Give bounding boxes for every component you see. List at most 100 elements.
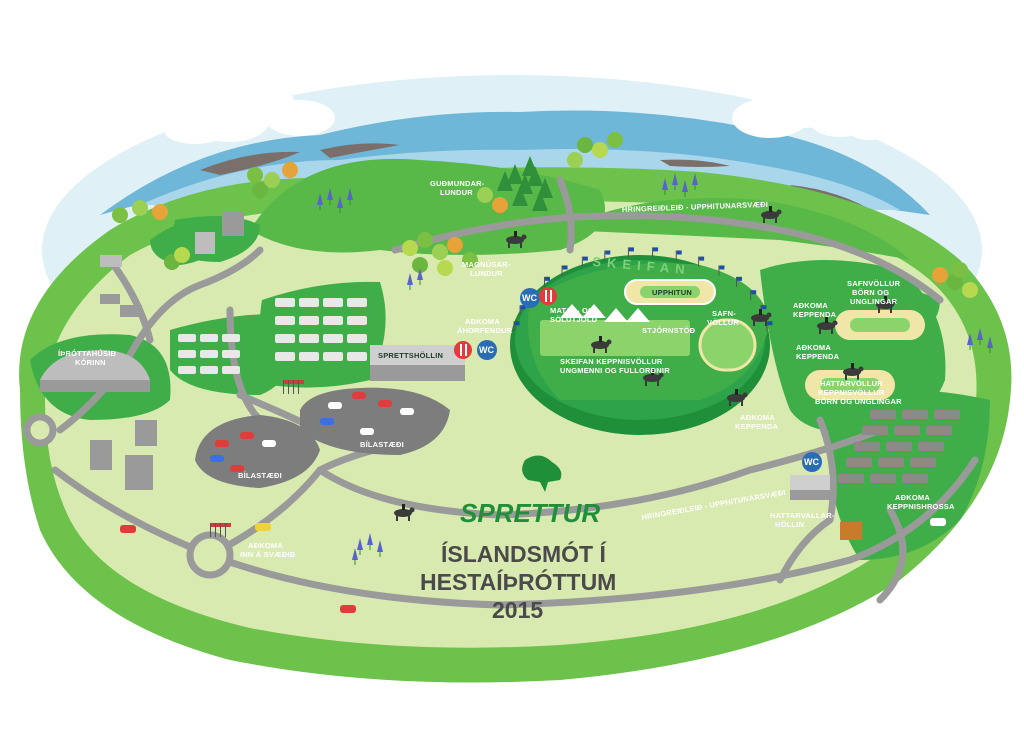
tree-icon bbox=[492, 197, 508, 213]
stable-building bbox=[275, 298, 295, 307]
stable-building bbox=[323, 298, 343, 307]
horse-rider-icon bbox=[876, 296, 897, 313]
label-adkoma-keppenda-2a: AÐKOMA bbox=[796, 343, 831, 352]
stable-building bbox=[347, 352, 367, 361]
stable-building bbox=[299, 352, 319, 361]
stable-building bbox=[299, 334, 319, 343]
flag-icon bbox=[652, 247, 659, 258]
tree-icon bbox=[112, 132, 978, 298]
label-hattarvollur-3: BÖRN OG UNGLINGAR bbox=[815, 397, 902, 406]
stable-building bbox=[178, 334, 196, 342]
map-labels: GUÐMUNDAR-LUNDUR HRINGREIÐLEIÐ - UPPHITU… bbox=[58, 179, 955, 559]
flag-icon bbox=[736, 276, 743, 287]
wc-label-2: WC bbox=[479, 345, 494, 355]
conifer-tree-icon bbox=[497, 171, 513, 191]
cloud-icon bbox=[165, 83, 335, 144]
stable-building bbox=[222, 334, 240, 342]
flag-icon bbox=[210, 523, 216, 537]
flag-icon bbox=[581, 256, 588, 267]
svg-text:MAGNÚSAR-LUNDUR: MAGNÚSAR-LUNDUR bbox=[462, 260, 511, 278]
flag-icon bbox=[283, 380, 289, 394]
conifer-tree-icon bbox=[507, 164, 523, 184]
lupine-flower-icon bbox=[367, 533, 373, 550]
label-safnvollur-2: VÖLLUR bbox=[707, 318, 739, 327]
stable-building bbox=[854, 442, 880, 451]
label-bilastaedi-2: BÍLASTÆÐI bbox=[360, 440, 404, 449]
stable-building bbox=[886, 442, 912, 451]
label-adkoma-inn-2: INN Á SVÆÐIÐ bbox=[240, 550, 296, 559]
lupine-flower-icon bbox=[327, 188, 333, 205]
tree-icon bbox=[112, 207, 128, 223]
title-line-2: HESTAÍÞRÓTTUM bbox=[420, 568, 616, 595]
flag-icon bbox=[698, 256, 705, 267]
conifer-tree-icon bbox=[532, 191, 548, 211]
lupine-flower-icon bbox=[407, 273, 413, 290]
flag-icon bbox=[293, 380, 299, 394]
stable-building bbox=[275, 352, 295, 361]
stable-building bbox=[347, 334, 367, 343]
label-matar-2: SÖLUTJÖLD bbox=[550, 315, 598, 324]
label-hattarvallarhollin-1: HATTARVALLAR- bbox=[770, 511, 835, 520]
building-icon bbox=[40, 212, 862, 540]
stable-building bbox=[902, 410, 928, 419]
brand-text: SPRETTUR bbox=[460, 498, 600, 528]
label-adkoma-keppenda-1b: KEPPENDA bbox=[793, 310, 837, 319]
lupine-flower-icon bbox=[662, 178, 668, 195]
flag-icon bbox=[604, 250, 611, 261]
label-adkoma-keppenda-2b: KEPPENDA bbox=[796, 352, 840, 361]
flag-icon bbox=[750, 290, 757, 301]
label-stjornstod: STJÓRNSTÖÐ bbox=[642, 326, 696, 335]
horse-rider-icon bbox=[843, 363, 864, 380]
stable-building bbox=[910, 458, 936, 467]
conifer-tree-icon bbox=[537, 178, 553, 198]
warmup-tracks bbox=[624, 279, 925, 400]
tree-icon bbox=[432, 244, 448, 260]
lupine-flower-icon bbox=[967, 333, 973, 350]
label-adkoma-ahorfendur-1: AÐKOMA bbox=[465, 317, 500, 326]
stable-building bbox=[323, 316, 343, 325]
tree-icon bbox=[962, 282, 978, 298]
stable-rows bbox=[178, 298, 367, 374]
label-upphitun: UPPHITUN bbox=[652, 288, 692, 297]
stable-building bbox=[222, 366, 240, 374]
label-skeifan-keppnisvollur-2: UNGMENNI OG FULLORÐNIR bbox=[560, 366, 670, 375]
stable-building bbox=[299, 316, 319, 325]
tree-icon bbox=[592, 142, 608, 158]
stable-building bbox=[862, 426, 888, 435]
tree-icon bbox=[402, 240, 418, 256]
flag-icon bbox=[215, 523, 221, 537]
svg-text:GUÐMUNDAR-LUNDUR: GUÐMUNDAR-LUNDUR bbox=[430, 179, 485, 197]
stable-building bbox=[347, 298, 367, 307]
stable-building bbox=[178, 366, 196, 374]
stable-building bbox=[200, 366, 218, 374]
stable-building bbox=[934, 410, 960, 419]
stable-building bbox=[200, 350, 218, 358]
tree-icon bbox=[247, 167, 263, 183]
label-ithrottahusid-1: ÍÞRÓTTAHÚSIÐ bbox=[58, 349, 116, 358]
flag-icon bbox=[766, 321, 773, 332]
tree-icon bbox=[607, 132, 623, 148]
flag-icon bbox=[298, 380, 304, 394]
conifer-tree-icon bbox=[512, 186, 528, 206]
lupine-flower-icon bbox=[682, 180, 688, 197]
lupine-flower-icon bbox=[987, 336, 993, 353]
flag-icon bbox=[519, 305, 526, 316]
tree-icon bbox=[132, 200, 148, 216]
horse-rider-icon bbox=[751, 309, 772, 326]
label-ithrottahusid-2: KÓRINN bbox=[75, 358, 106, 367]
tree-icon bbox=[462, 252, 478, 268]
label-sprettshollin: SPRETTSHÖLLIN bbox=[378, 351, 443, 360]
flag-icon bbox=[220, 523, 226, 537]
stable-building bbox=[918, 442, 944, 451]
stable-building bbox=[926, 426, 952, 435]
stable-building bbox=[222, 350, 240, 358]
label-gudmundarlundur-1: GUÐMUNDAR- bbox=[430, 179, 485, 188]
stable-building bbox=[894, 426, 920, 435]
stable-building bbox=[838, 474, 864, 483]
label-hattarvollur-2: KEPPNISVÖLLUR bbox=[818, 388, 885, 397]
